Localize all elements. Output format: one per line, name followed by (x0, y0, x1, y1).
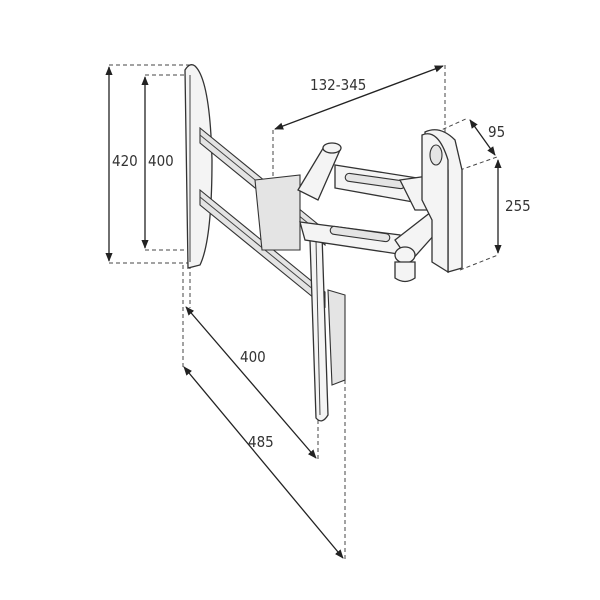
dim-label-255: 255 (505, 197, 531, 215)
dimension-arrows (105, 65, 502, 559)
dim-label-400-width: 400 (240, 348, 266, 366)
dim-label-400-height: 400 (148, 152, 174, 170)
wall-plate (421, 129, 463, 274)
dim-label-95: 95 (488, 123, 505, 141)
dim-label-485: 485 (248, 433, 274, 451)
dim-label-420: 420 (112, 152, 138, 170)
swing-arms (254, 142, 453, 283)
dim-label-arm-extension: 132-345 (310, 76, 366, 94)
extension-lines (109, 64, 499, 560)
